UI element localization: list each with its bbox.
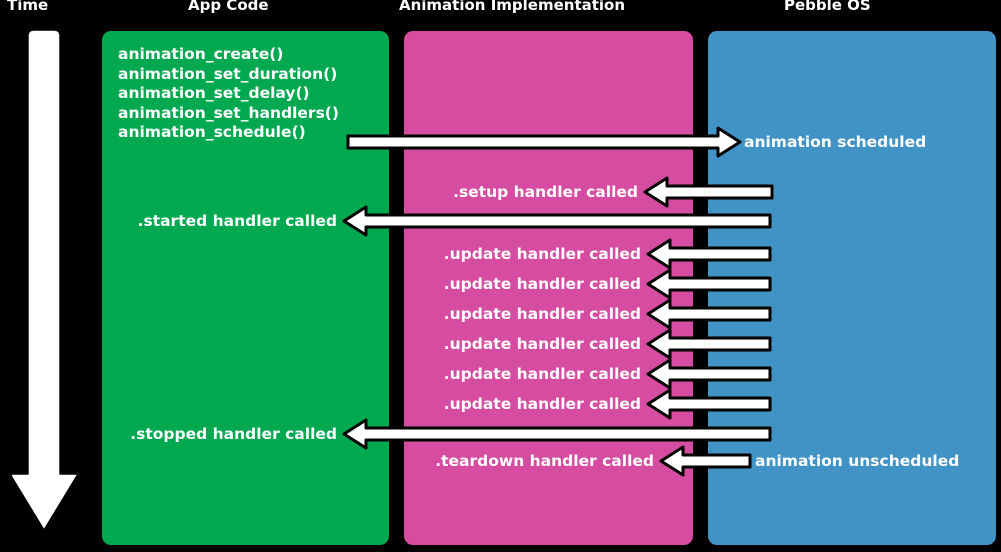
event-label-update-handler-called: .update handler called <box>443 395 641 413</box>
event-label-animation-scheduled: animation scheduled <box>744 133 927 151</box>
event-label-started-handler-called: .started handler called <box>137 212 337 230</box>
event-label-animation-unscheduled: animation unscheduled <box>755 452 960 470</box>
column-header-pebble-os: Pebble OS <box>784 0 871 14</box>
column-header-app-code: App Code <box>188 0 269 14</box>
app-code-call: animation_create() <box>118 45 284 63</box>
time-down-arrow-icon <box>12 29 79 531</box>
app-code-call: animation_schedule() <box>118 123 306 142</box>
app-code-call: animation_set_delay() <box>118 84 310 103</box>
lane-animation-implementation <box>404 31 693 545</box>
column-header-time: Time <box>7 0 49 14</box>
column-header-animation-implementation: Animation Implementation <box>399 0 626 14</box>
event-label-update-handler-called: .update handler called <box>443 245 641 263</box>
event-label-update-handler-called: .update handler called <box>443 275 641 293</box>
event-label-update-handler-called: .update handler called <box>443 305 641 323</box>
app-code-call: animation_set_duration() <box>118 64 338 83</box>
app-code-call-list: animation_create() animation_set_duratio… <box>118 45 339 143</box>
event-label-update-handler-called: .update handler called <box>443 335 641 353</box>
event-label-update-handler-called: .update handler called <box>443 365 641 383</box>
event-label-setup-handler-called: .setup handler called <box>453 183 638 201</box>
event-label-stopped-handler-called: .stopped handler called <box>130 425 337 443</box>
lane-app-code <box>102 31 389 545</box>
event-label-teardown-handler-called: .teardown handler called <box>435 452 654 470</box>
app-code-call: animation_set_handlers() <box>118 103 339 122</box>
